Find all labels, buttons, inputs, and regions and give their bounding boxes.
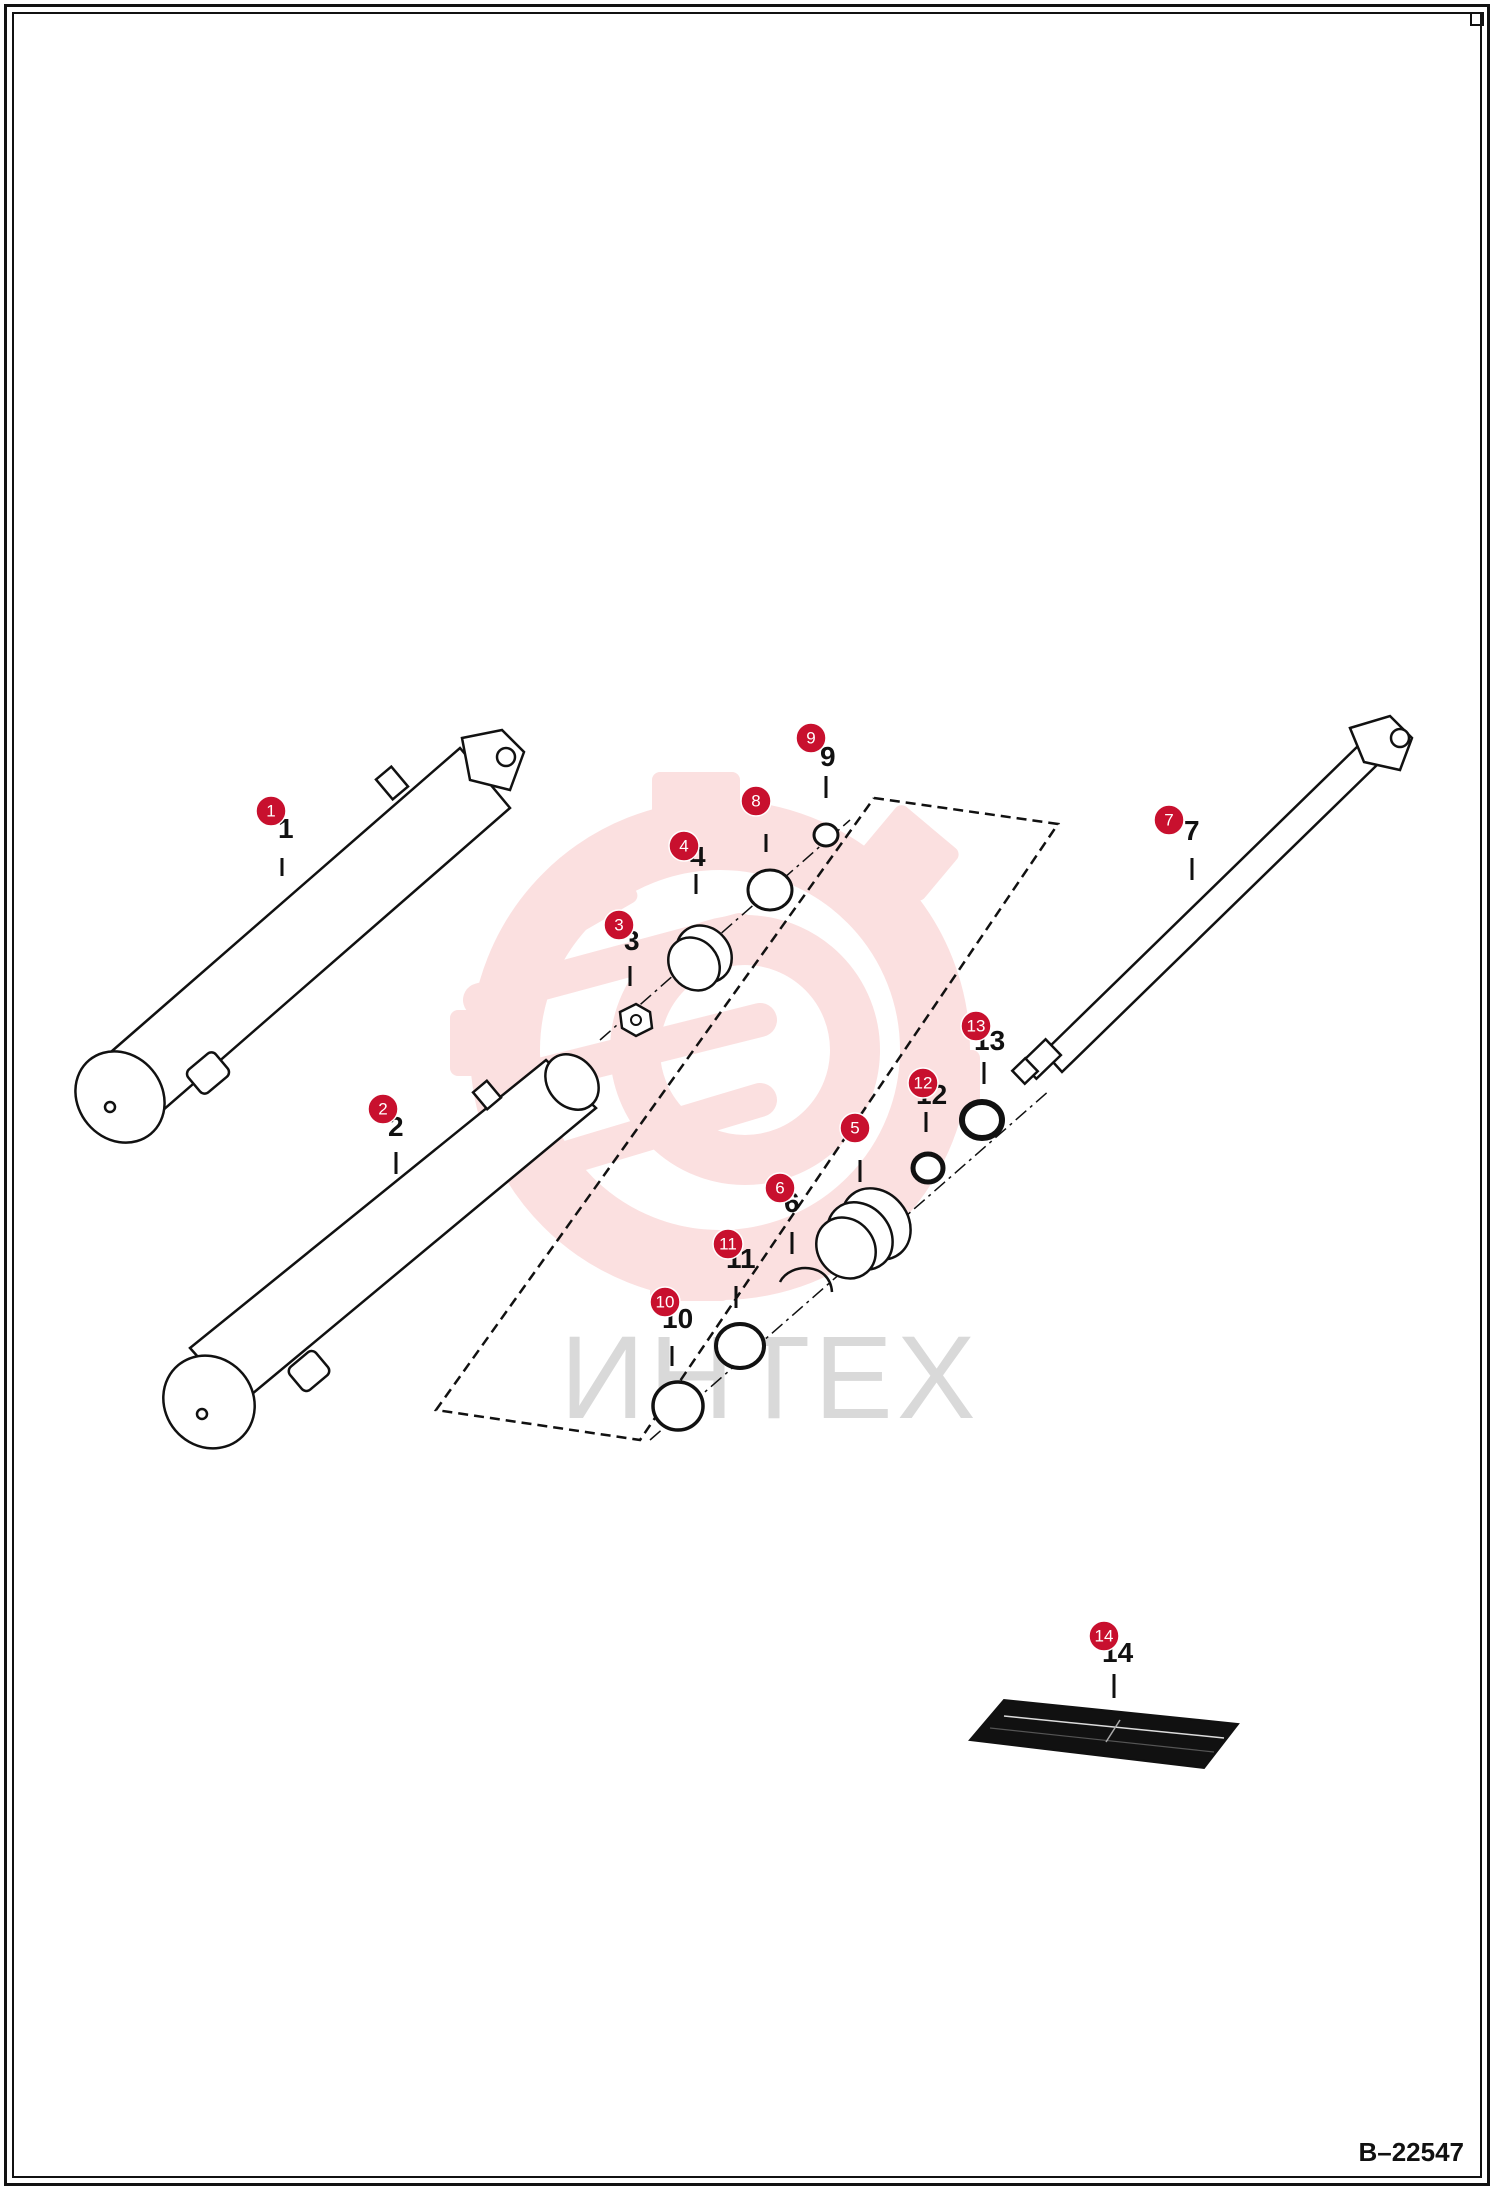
- callout-6[interactable]: 6: [764, 1172, 796, 1204]
- callout-12[interactable]: 12: [907, 1067, 939, 1099]
- callout-9[interactable]: 9: [795, 722, 827, 754]
- callout-13[interactable]: 13: [960, 1010, 992, 1042]
- part-2-cylinder-assembly: [162, 1053, 600, 1450]
- svg-text:8: 8: [751, 792, 760, 811]
- part-9-ring: [812, 822, 840, 848]
- part-7-piston-rod: [1010, 714, 1414, 1086]
- svg-text:13: 13: [967, 1017, 986, 1036]
- corner-mark: [1470, 12, 1484, 26]
- callout-5[interactable]: 5: [839, 1112, 871, 1144]
- callout-2[interactable]: 2: [367, 1093, 399, 1125]
- callout-8[interactable]: 8: [740, 785, 772, 817]
- svg-text:11: 11: [719, 1235, 737, 1254]
- svg-text:14: 14: [1095, 1627, 1114, 1646]
- part-6-snap-ring: [778, 1266, 834, 1293]
- callout-10[interactable]: 10: [649, 1286, 681, 1318]
- part-8-o-ring: [746, 868, 794, 912]
- seal-kit-outline: [433, 796, 1061, 1442]
- callout-4[interactable]: 4: [668, 830, 700, 862]
- svg-text:12: 12: [914, 1074, 933, 1093]
- callout-1[interactable]: 1: [255, 795, 287, 827]
- label-7: 7: [1184, 815, 1200, 846]
- svg-text:2: 2: [378, 1100, 387, 1119]
- watermark-gear-icon: [450, 772, 980, 1301]
- part-10-o-ring: [651, 1380, 705, 1432]
- svg-text:10: 10: [656, 1293, 675, 1312]
- svg-text:9: 9: [806, 729, 815, 748]
- part-1-cylinder-barrel: [74, 728, 526, 1144]
- callout-11[interactable]: 11: [712, 1228, 744, 1260]
- callout-7[interactable]: 7: [1153, 804, 1185, 836]
- watermark-text: ИНТЕХ: [560, 1312, 980, 1444]
- part-14-decal: [968, 1698, 1240, 1770]
- svg-text:6: 6: [775, 1179, 784, 1198]
- leader-lines: [280, 776, 1194, 1698]
- callout-badges: 1 2 3 4 5 6 7 8 9 10 11 12 13 14: [255, 722, 1185, 1652]
- part-12-ring: [910, 1151, 946, 1185]
- part-5-gland: [815, 1187, 912, 1280]
- part-13-wiper-seal: [959, 1099, 1005, 1141]
- drawing-number: B–22547: [1358, 2137, 1464, 2167]
- part-11-ring: [714, 1322, 766, 1370]
- callout-14[interactable]: 14: [1088, 1620, 1120, 1652]
- outer-border: [4, 4, 1490, 2186]
- lower-parts-axis: [649, 1089, 1051, 1441]
- svg-text:3: 3: [614, 916, 623, 935]
- svg-text:1: 1: [266, 802, 275, 821]
- svg-text:7: 7: [1164, 811, 1173, 830]
- svg-text:5: 5: [850, 1119, 859, 1138]
- upper-parts-axis: [599, 819, 851, 1041]
- inner-border: [12, 12, 1482, 2178]
- svg-text:4: 4: [679, 837, 688, 856]
- callout-3[interactable]: 3: [603, 909, 635, 941]
- label-9: 9: [820, 741, 836, 772]
- part-4-piston: [667, 924, 733, 992]
